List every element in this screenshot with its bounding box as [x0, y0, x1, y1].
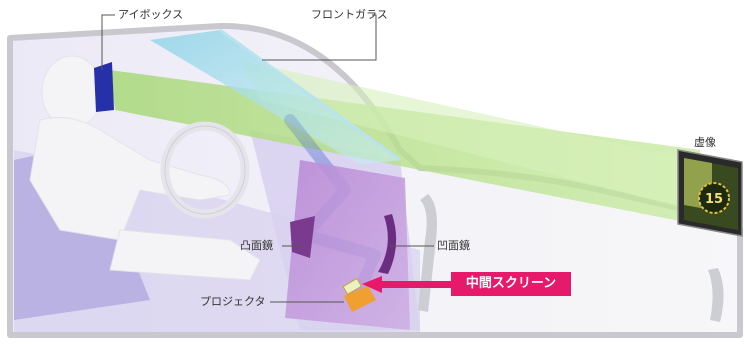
windshield-leader: [262, 14, 377, 61]
rear-pillar: [708, 268, 724, 322]
concave-mirror: [378, 214, 397, 274]
projector-label: プロジェクタ: [200, 295, 266, 308]
windshield-label: フロントガラス: [311, 8, 388, 21]
light-beam-inner: [240, 60, 700, 212]
intermediate-screen-callout: 中間スクリーン: [451, 272, 571, 296]
concave-mirror-label: 凹面鏡: [437, 239, 470, 252]
eyebox-marker: [94, 62, 114, 112]
windshield-glass: [150, 30, 400, 165]
virtual-image-panel: 15: [677, 149, 743, 237]
virtual-image-label: 虚像: [694, 136, 716, 149]
light-beam: [110, 70, 700, 225]
callout-arrow: [362, 276, 452, 293]
hud-speed-value: 15: [705, 192, 723, 207]
driver: [29, 55, 261, 281]
windshield-edge: [219, 28, 401, 162]
intermediate-screen: [342, 277, 363, 296]
steering-wheel-inner: [164, 125, 246, 215]
projector-device: [344, 286, 376, 312]
hud-speed-gauge: [698, 182, 730, 214]
eyebox-leader: [101, 14, 115, 70]
eyebox-label: アイボックス: [118, 8, 184, 21]
convex-mirror-label: 凸面鏡: [240, 239, 273, 252]
convex-mirror: [290, 216, 315, 258]
